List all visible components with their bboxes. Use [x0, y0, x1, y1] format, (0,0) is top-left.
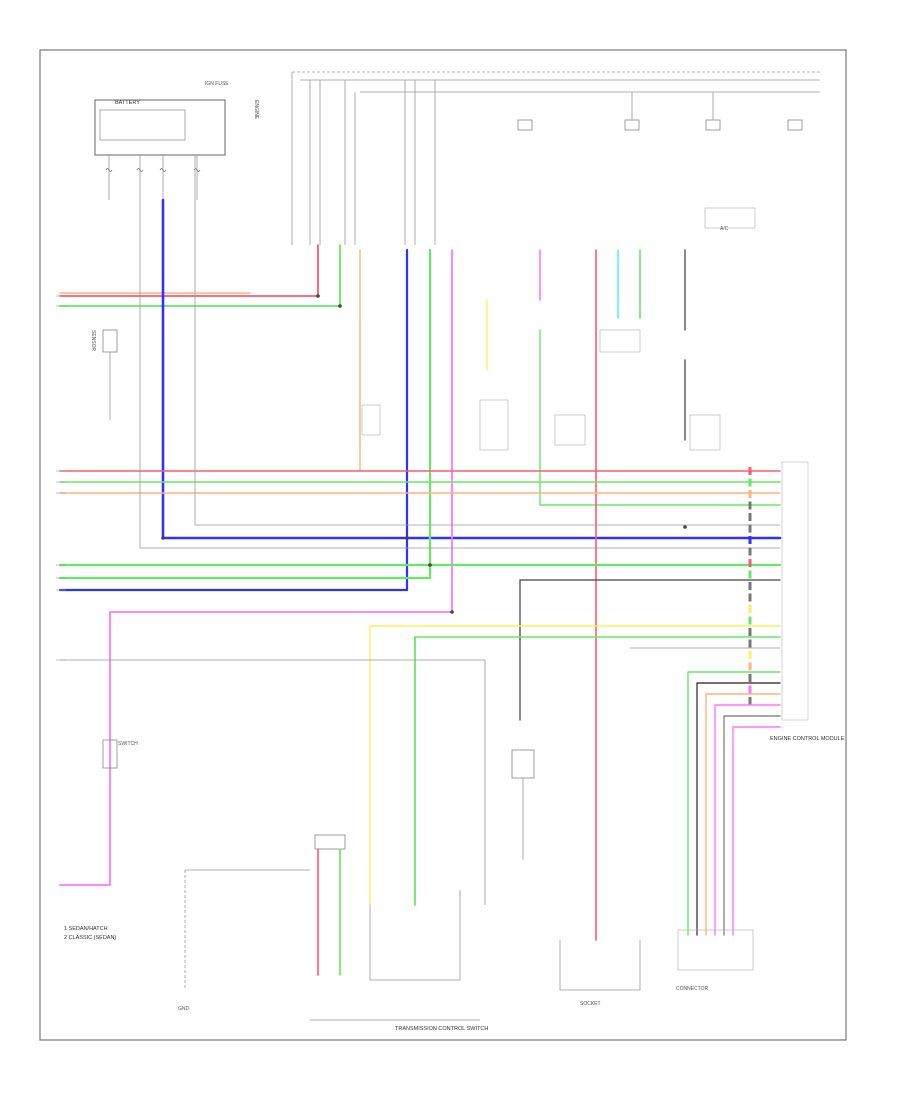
mid-sensor-d [689, 414, 721, 451]
mid-sensor-b [554, 414, 586, 446]
mid-sensor-a [479, 399, 509, 451]
battery-label: BATTERY [115, 100, 140, 106]
socket-frame [559, 940, 641, 991]
fuse-block [314, 834, 346, 850]
relay-connector-0 [105, 168, 113, 172]
wire-blue-2 [58, 248, 409, 592]
pin-tick [748, 467, 752, 475]
wire-blue-main [161, 198, 782, 540]
pin-tick [748, 559, 752, 567]
pin-tick [748, 547, 752, 556]
left-sensor-2 [102, 739, 118, 769]
pin-tick [748, 674, 752, 682]
splice-dot-4 [450, 610, 454, 614]
splice-dot-6 [161, 536, 165, 540]
left-sensor-1 [102, 329, 118, 353]
splice-dot-3 [428, 563, 432, 567]
splice-dot-1 [338, 304, 342, 308]
ac-label: A/C [720, 226, 729, 232]
wire-green-2 [58, 248, 432, 580]
wire-out-2 [705, 693, 781, 936]
splice-dot-2 [405, 536, 409, 540]
pin-tick [748, 524, 752, 533]
bottom-right-connector-label: CONNECTOR [676, 986, 709, 992]
top-component-0 [517, 119, 533, 131]
top-component-3 [787, 119, 803, 131]
relay-connector-1 [136, 168, 144, 172]
splice-dot-0 [316, 294, 320, 298]
pin-tick [748, 616, 752, 625]
relay-connector-2 [159, 168, 167, 172]
pin-tick [748, 639, 752, 648]
left-sensor-2-label: SWITCH [118, 741, 138, 747]
pin-tick [748, 501, 752, 510]
pin-tick [748, 685, 752, 694]
left-sensor-1-label: SENSOR [90, 330, 96, 352]
relay-inner [99, 109, 186, 141]
wire-out-0 [687, 671, 781, 936]
mid-sensor-c [599, 329, 641, 353]
bottom-right-connector [677, 929, 754, 971]
bottom-relay [511, 749, 535, 779]
bottom-bar-label: TRANSMISSION CONTROL SWITCH [395, 1026, 488, 1032]
relay-box [94, 99, 226, 156]
ac-comp-box [704, 207, 756, 229]
socket-label: SOCKET [580, 1001, 601, 1007]
ecm-connector [781, 461, 809, 721]
gray-ecm-c [60, 659, 486, 905]
top-component-2 [705, 119, 721, 131]
wire-out-5 [732, 726, 781, 936]
engine-label: ENGINE [253, 100, 259, 120]
gray-bus-a [194, 155, 780, 526]
wire-magenta-main [59, 249, 453, 886]
diagram-frame [39, 49, 847, 1041]
pin-tick [748, 651, 752, 659]
pin-tick [748, 536, 752, 544]
pin-tick [748, 490, 752, 498]
ground-label: GND [178, 1006, 190, 1012]
tcs-frame [369, 890, 461, 981]
wire-out-3 [714, 704, 781, 936]
wire-red-top [59, 244, 319, 297]
pin-tick [748, 570, 752, 579]
pin-tick [748, 605, 752, 613]
pin-tick [748, 697, 752, 705]
ecm-label: ENGINE CONTROL MODULE [770, 736, 845, 742]
pin-tick [748, 628, 752, 636]
pin-tick [748, 513, 752, 521]
pin-tick [748, 662, 752, 671]
wire-out-1 [696, 682, 781, 936]
legend-item-0: 1 SEDAN/HATCH [64, 926, 108, 932]
pin-tick [748, 478, 752, 487]
ign-fuse-label: IGN FUSE [205, 81, 229, 87]
mid-relay [361, 404, 381, 436]
pin-tick [748, 582, 752, 590]
wire-out-4 [723, 715, 781, 936]
legend-item-1: 2 CLASSIC (SEDAN) [64, 935, 116, 941]
gray-bus-b [139, 200, 780, 549]
pin-tick [748, 593, 752, 602]
top-component-1 [624, 119, 640, 131]
wire-green-sensor [539, 329, 781, 506]
splice-dot-5 [683, 525, 687, 529]
